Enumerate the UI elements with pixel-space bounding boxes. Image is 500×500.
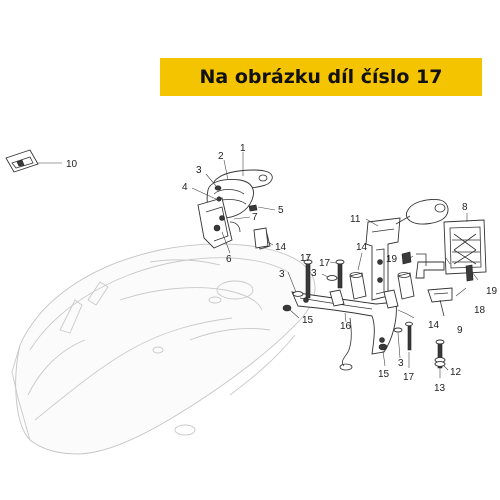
callout-5: 5	[278, 205, 284, 216]
callout-1: 1	[240, 143, 246, 154]
callout-17: 17	[403, 372, 415, 383]
callout-2: 2	[218, 151, 224, 162]
callout-13: 13	[434, 383, 446, 394]
license-plate-bracket	[365, 199, 449, 301]
rubber-bushing-14	[253, 227, 269, 249]
callout-14: 14	[275, 242, 287, 253]
callout-18: 18	[474, 305, 486, 316]
screw-17-left	[303, 259, 313, 299]
callout-7: 7	[252, 212, 258, 223]
callout-15: 15	[378, 369, 390, 380]
banner-text: Na obrázku díl číslo 17	[199, 66, 443, 88]
callout-15: 15	[302, 315, 314, 326]
callout-6: 6	[226, 254, 232, 265]
callout-9: 9	[457, 325, 463, 336]
callout-14: 14	[428, 320, 440, 331]
callout-17: 17	[319, 258, 331, 269]
callout-3: 3	[279, 269, 285, 280]
tail-light-assembly	[197, 169, 273, 250]
washer-3-right	[393, 327, 403, 333]
license-plate-holder	[443, 219, 487, 275]
callout-3: 3	[196, 165, 202, 176]
callout-4: 4	[182, 182, 188, 193]
callout-17: 17	[300, 253, 312, 264]
washer-3-left	[292, 291, 304, 297]
nut-15-right	[378, 343, 388, 351]
rear-frame-brace	[291, 272, 415, 371]
callout-labels: 10 1 2 3 4 5 7 6 14 11 8 14 19 19 17 3 1…	[66, 143, 498, 394]
part-number-banner: Na obrázku díl číslo 17	[160, 58, 482, 96]
callout-11: 11	[350, 214, 361, 225]
callout-3: 3	[311, 268, 317, 279]
screw-17-right	[405, 321, 413, 351]
rear-body-cowl-outline	[11, 243, 316, 455]
screw-17-center	[335, 259, 345, 289]
washer-3-center	[326, 275, 338, 281]
washer-13	[434, 357, 446, 367]
callout-19: 19	[386, 254, 398, 265]
callout-16: 16	[340, 321, 352, 332]
callout-10: 10	[66, 159, 78, 170]
clip-part-10	[5, 149, 39, 173]
nut-15-left	[282, 304, 292, 312]
callout-3: 3	[398, 358, 404, 369]
callout-14: 14	[356, 242, 368, 253]
callout-12: 12	[450, 367, 462, 378]
callout-19: 19	[486, 286, 498, 297]
reflector-bracket	[401, 251, 474, 317]
callout-8: 8	[462, 202, 468, 213]
